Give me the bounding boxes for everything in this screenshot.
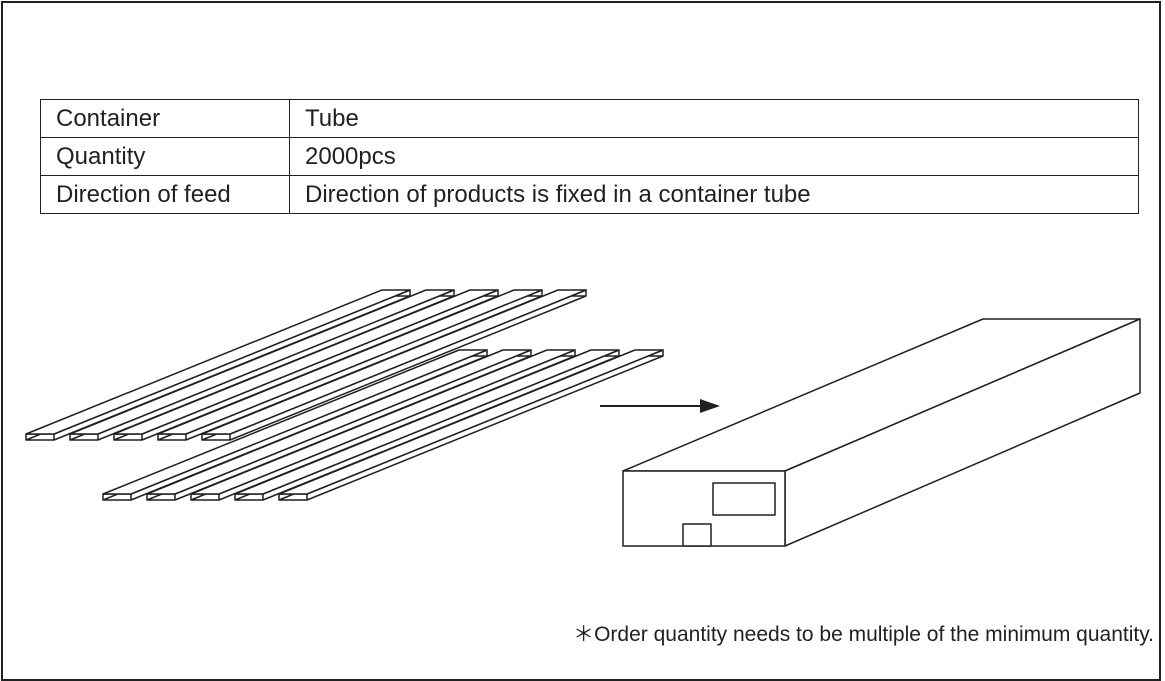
tube (102, 349, 488, 495)
shipping-box (622, 318, 1141, 547)
tube (25, 289, 411, 435)
tube (278, 349, 664, 495)
table-row: Quantity 2000pcs (40, 137, 1139, 176)
spec-value: 2000pcs (289, 137, 1139, 176)
tube (234, 349, 620, 495)
spec-value: Direction of products is fixed in a cont… (289, 175, 1139, 214)
tube (201, 289, 587, 435)
tube (69, 289, 455, 435)
tubes-upper-row (25, 289, 587, 441)
packing-spec-table: Container Tube Quantity 2000pcs Directio… (40, 99, 1139, 214)
tubes-lower-row (102, 349, 664, 501)
box-label (712, 482, 776, 516)
tube (113, 289, 499, 435)
spec-label: Quantity (40, 137, 290, 176)
box-tab (682, 523, 712, 547)
tube-packing-illustration (25, 289, 1141, 547)
tube (157, 289, 543, 435)
tube (190, 349, 576, 495)
tube (146, 349, 532, 495)
spec-label: Direction of feed (40, 175, 290, 214)
arrow-right-icon (600, 399, 720, 413)
table-row: Direction of feed Direction of products … (40, 175, 1139, 214)
order-quantity-footnote: ＊Order quantity needs to be multiple of … (573, 623, 1154, 646)
spec-value: Tube (289, 99, 1139, 138)
table-row: Container Tube (40, 99, 1139, 138)
